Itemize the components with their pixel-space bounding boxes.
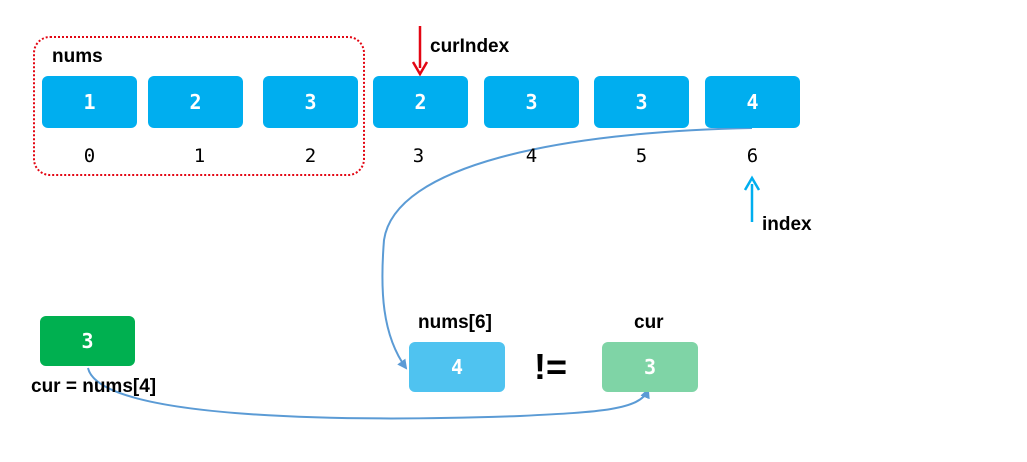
array-index-3: 3 <box>412 145 425 167</box>
cur-caption: cur = nums[4] <box>31 376 157 397</box>
array-cell-6: 4 <box>705 76 800 128</box>
comparison-right-box: 3 <box>602 342 698 392</box>
array-cell-4: 3 <box>484 76 579 128</box>
array-cell-1: 2 <box>148 76 243 128</box>
index-arrow-head <box>743 175 761 191</box>
highlight-box <box>33 36 365 176</box>
curve-cur-to-right-box <box>87 367 650 420</box>
array-index-6: 6 <box>746 145 759 167</box>
array-index-2: 2 <box>304 145 317 167</box>
comparison-left-label: nums[6] <box>418 312 492 333</box>
curindex-label: curIndex <box>430 36 510 57</box>
curindex-arrow-head <box>411 61 429 77</box>
array-index-0: 0 <box>83 145 96 167</box>
array-cell-2: 3 <box>263 76 358 128</box>
curve-nums6-to-left-box <box>381 127 753 370</box>
comparison-left-box: 4 <box>409 342 505 392</box>
array-index-5: 5 <box>635 145 648 167</box>
array-cell-0: 1 <box>42 76 137 128</box>
comparison-right-label: cur <box>634 312 664 333</box>
not-equal-operator: != <box>534 346 568 387</box>
array-cell-3: 2 <box>373 76 468 128</box>
cur-value-box: 3 <box>40 316 135 366</box>
index-label: index <box>762 214 812 235</box>
array-cell-5: 3 <box>594 76 689 128</box>
array-name-label: nums <box>52 46 103 67</box>
array-index-4: 4 <box>525 145 538 167</box>
array-index-1: 1 <box>193 145 206 167</box>
